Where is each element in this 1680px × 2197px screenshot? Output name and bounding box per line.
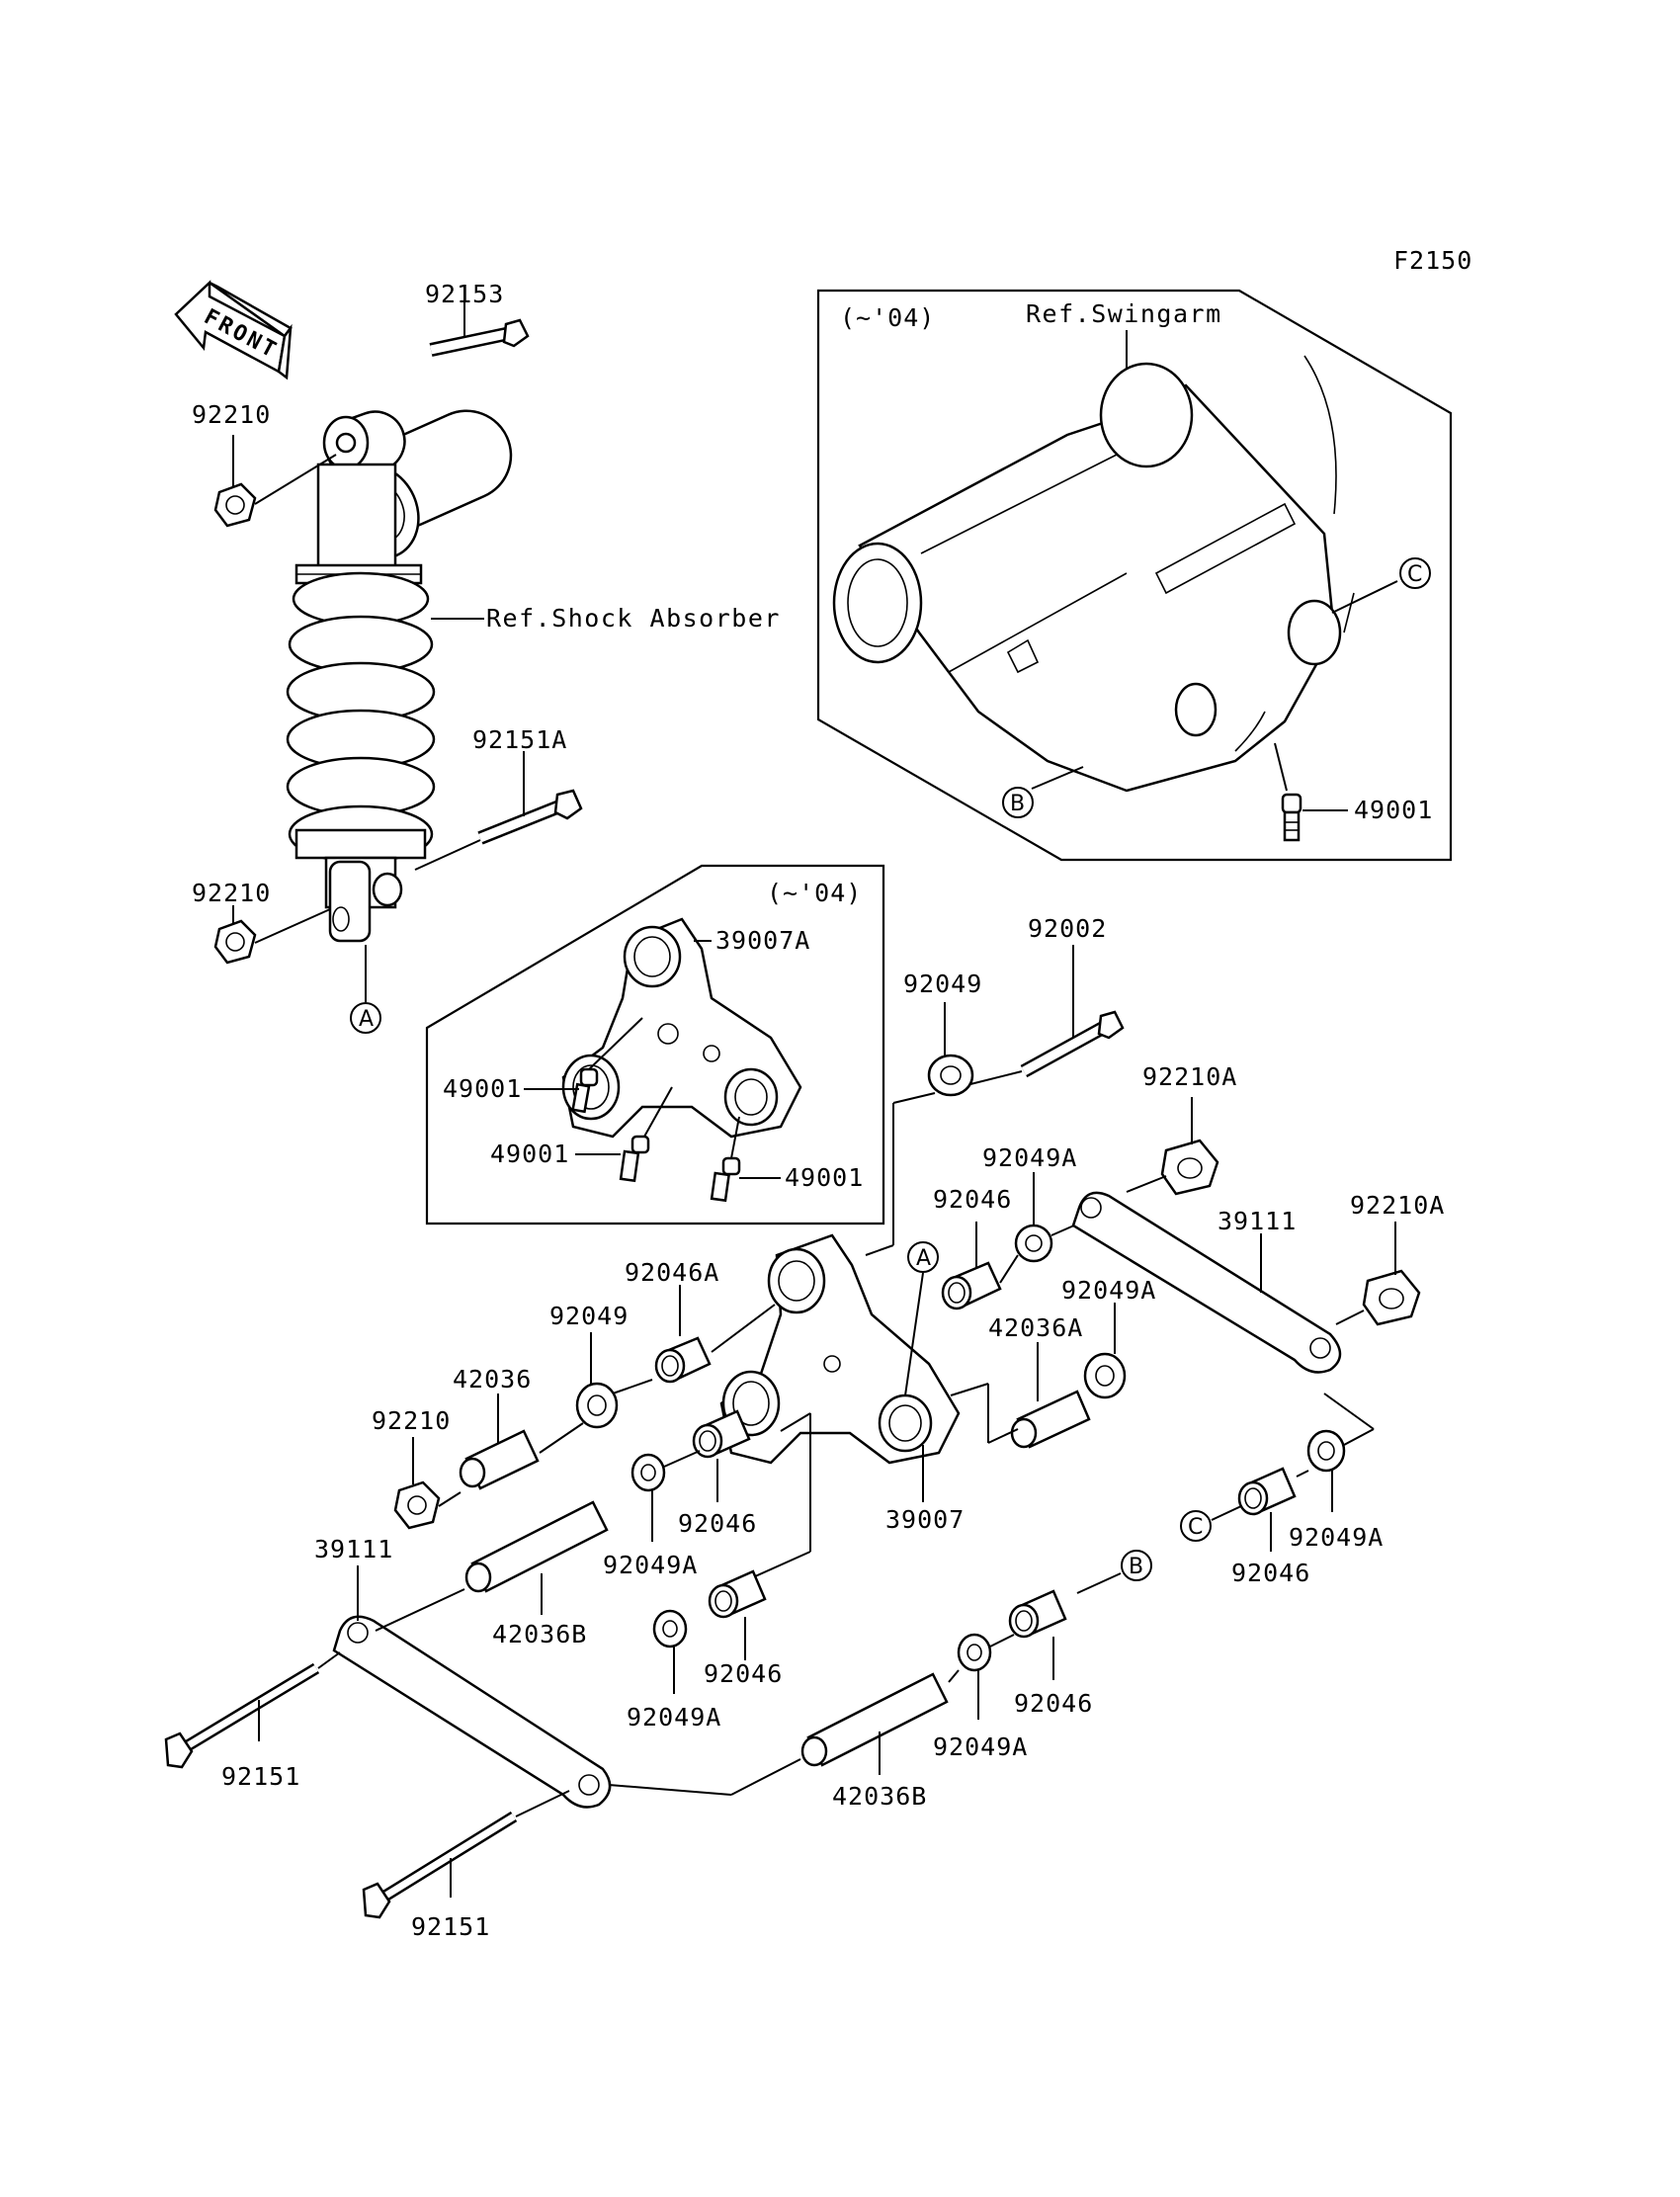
rocker-year: (~'04) <box>767 879 862 907</box>
label-49001-a: 49001 <box>443 1074 522 1103</box>
label-92049a-a: 92049A <box>982 1143 1077 1172</box>
label-92151-b: 92151 <box>411 1912 490 1941</box>
label-92046-a: 92046 <box>933 1185 1012 1214</box>
washer-92049a-a <box>1014 1224 1053 1263</box>
marker-b-swingarm <box>1002 787 1034 818</box>
label-42036b-a: 42036B <box>492 1620 587 1648</box>
washer-92049a-c <box>630 1453 666 1492</box>
washer-92049-top <box>927 1054 974 1097</box>
label-49001-b: 49001 <box>490 1140 569 1168</box>
label-92153: 92153 <box>425 280 504 308</box>
label-92151a: 92151A <box>472 725 567 754</box>
bolt-92151a <box>477 789 583 845</box>
label-42036: 42036 <box>453 1365 532 1394</box>
label-92210-mid: 92210 <box>192 879 271 907</box>
grease-nipple-3 <box>710 1156 741 1203</box>
svg-text:C: C <box>1188 1515 1203 1540</box>
bearing-92046-d <box>1237 1467 1297 1516</box>
bearing-92046-e <box>1008 1589 1067 1639</box>
label-39007: 39007 <box>885 1505 965 1534</box>
grease-nipple-2 <box>619 1135 650 1183</box>
svg-text:C: C <box>1407 562 1422 587</box>
washer-92049a-e <box>1306 1429 1346 1473</box>
label-92046-b: 92046 <box>678 1509 757 1538</box>
swingarm-inset <box>816 289 1453 862</box>
figure-code: F2150 <box>1393 246 1472 275</box>
label-49001-c: 49001 <box>785 1163 864 1192</box>
svg-text:B: B <box>1129 1555 1143 1579</box>
label-92210a-b: 92210A <box>1350 1191 1445 1220</box>
collar-42036a <box>1010 1390 1091 1449</box>
tie-rod-39111-left <box>332 1615 612 1809</box>
label-92049-mid: 92049 <box>549 1302 629 1330</box>
swingarm-year: (~'04) <box>840 303 935 332</box>
marker-b-rocker <box>1121 1550 1152 1581</box>
nut-92210-low <box>393 1480 441 1530</box>
label-92049a-f: 92049A <box>933 1732 1028 1761</box>
tie-rod-39111-right <box>1071 1191 1342 1374</box>
label-42036b-b: 42036B <box>832 1782 927 1811</box>
front-arrow-icon: FRONT <box>174 280 293 380</box>
svg-text:A: A <box>359 1007 374 1032</box>
bolt-92151-b <box>362 1811 518 1919</box>
bolt-92151-a <box>164 1662 320 1769</box>
rocker-inset <box>425 864 885 1225</box>
label-92046a: 92046A <box>625 1258 719 1287</box>
label-92210a-a: 92210A <box>1142 1062 1237 1091</box>
bearing-92046-b <box>692 1409 751 1459</box>
label-92210-low: 92210 <box>372 1406 451 1435</box>
bolt-92002 <box>1020 1010 1125 1078</box>
label-92049a-b: 92049A <box>1061 1276 1156 1305</box>
shock-absorber <box>286 409 513 943</box>
label-39007a: 39007A <box>715 926 810 955</box>
label-92049a-e: 92049A <box>1289 1523 1384 1552</box>
grease-nipple-1 <box>571 1067 599 1114</box>
label-49001-swingarm: 49001 <box>1354 796 1433 824</box>
nut-92210-top <box>213 482 257 528</box>
swingarm-part <box>832 355 1355 793</box>
washer-92049a-f <box>957 1633 992 1672</box>
label-39111-left: 39111 <box>314 1535 393 1563</box>
nut-92210a-b <box>1362 1269 1421 1326</box>
collar-42036b-a <box>464 1500 609 1593</box>
label-92210-top: 92210 <box>192 400 271 429</box>
grease-nipple-swingarm <box>1281 793 1302 842</box>
label-92002: 92002 <box>1028 914 1107 943</box>
label-92046-d: 92046 <box>1231 1559 1310 1587</box>
label-92049a-c: 92049A <box>603 1551 698 1579</box>
nut-92210-mid <box>213 919 257 965</box>
label-92046-e: 92046 <box>1014 1689 1093 1718</box>
label-92049a-d: 92049A <box>627 1703 721 1732</box>
label-39111-right: 39111 <box>1218 1207 1297 1235</box>
marker-c-rocker <box>1180 1510 1212 1542</box>
collar-42036 <box>459 1429 540 1490</box>
bearing-92046-c <box>708 1569 767 1619</box>
label-92151-a: 92151 <box>221 1762 300 1791</box>
nut-92210a-a <box>1160 1139 1219 1196</box>
ref-shock-absorber: Ref.Shock Absorber <box>486 604 781 633</box>
bearing-92046-a <box>941 1261 1002 1310</box>
label-42036a: 42036A <box>988 1313 1083 1342</box>
marker-c-swingarm <box>1399 557 1431 589</box>
marker-a-shock <box>350 1002 381 1034</box>
washer-92049a-d <box>652 1609 688 1648</box>
washer-92049a-b <box>1083 1352 1127 1399</box>
rocker-arm-39007a <box>561 917 802 1139</box>
svg-text:A: A <box>916 1246 931 1271</box>
washer-92049-mid <box>575 1382 619 1429</box>
label-92049-top: 92049 <box>903 970 982 998</box>
label-92046-c: 92046 <box>704 1659 783 1688</box>
bolt-92153 <box>429 318 530 357</box>
collar-42036b-b <box>800 1672 949 1767</box>
bearing-92046a <box>654 1336 712 1384</box>
marker-a-rocker <box>907 1241 939 1273</box>
ref-swingarm: Ref.Swingarm <box>1026 299 1222 328</box>
svg-text:B: B <box>1010 792 1025 816</box>
